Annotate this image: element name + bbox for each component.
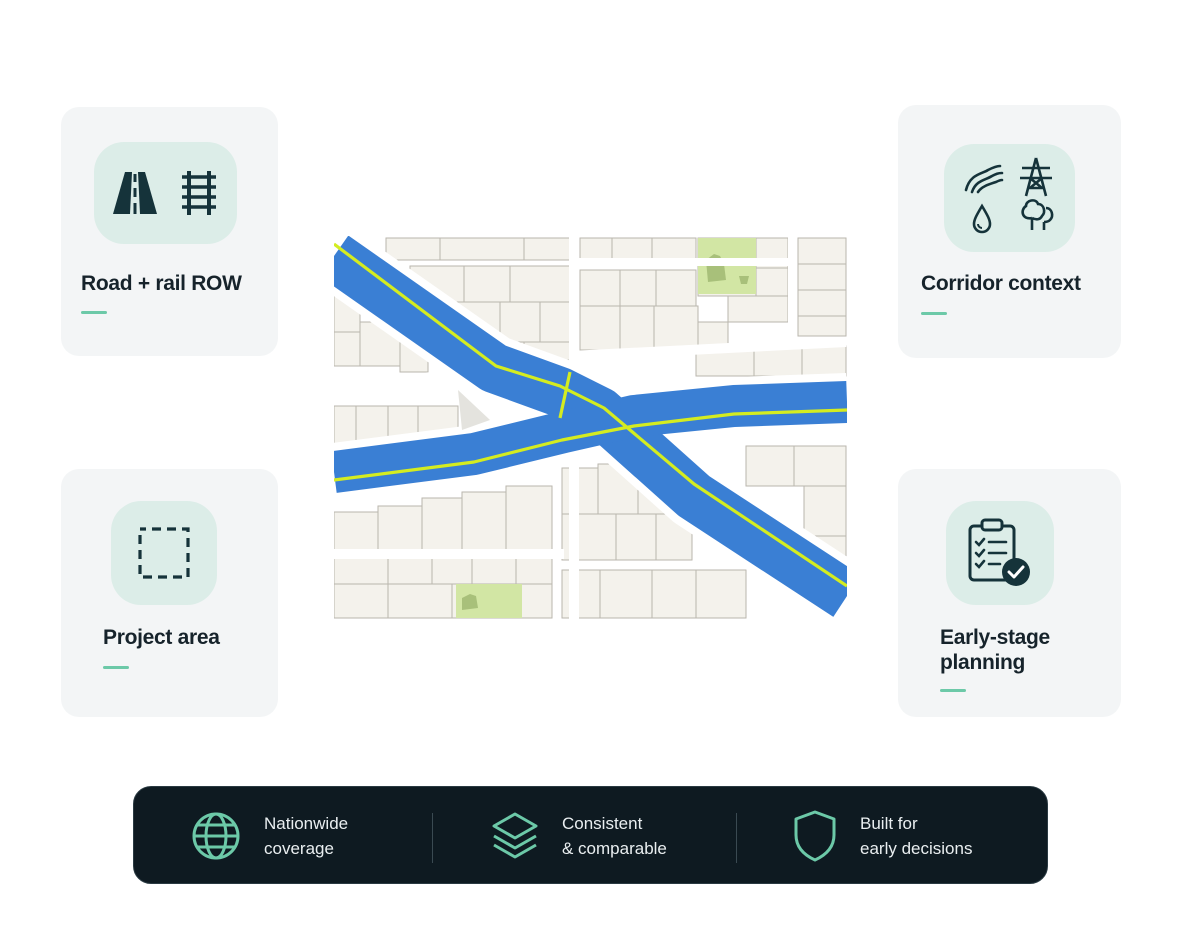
layers-icon (492, 812, 538, 859)
card-early-stage-planning: Early-stage planning (898, 469, 1121, 717)
feature-label: Consistent & comparable (562, 811, 667, 861)
rail-track-icon (181, 171, 216, 215)
shield-icon (794, 810, 836, 862)
icon-box-project (111, 501, 217, 605)
accent-line (103, 666, 129, 669)
feature-line2: & comparable (562, 839, 667, 858)
feature-line1: Consistent (562, 814, 643, 833)
card-road-rail-row: Road + rail ROW (61, 107, 278, 356)
card-title-line2: planning (940, 651, 1026, 674)
card-title: Project area (103, 626, 220, 649)
globe-icon (192, 812, 240, 860)
road-icon (112, 172, 157, 214)
feature-line1: Built for (860, 814, 918, 833)
feature-label: Built for early decisions (860, 811, 972, 861)
feature-built-for-early-decisions: Built for early decisions (792, 787, 972, 885)
card-title-line1: Early-stage (940, 626, 1050, 649)
icon-box-planning (946, 501, 1054, 605)
trees-icon (1020, 199, 1053, 230)
parcel-map (334, 236, 847, 619)
road-network (334, 236, 847, 619)
card-title: Road + rail ROW (81, 272, 242, 295)
accent-line (81, 311, 107, 314)
card-corridor-context: Corridor context (898, 105, 1121, 358)
corridor-icons (964, 157, 1053, 234)
feature-label: Nationwide coverage (264, 811, 348, 861)
accent-line (940, 689, 966, 692)
accent-line (921, 312, 947, 315)
river-icon (964, 164, 1003, 194)
feature-nationwide-coverage: Nationwide coverage (190, 787, 348, 885)
feature-bar: Nationwide coverage Consistent & compara… (133, 786, 1048, 884)
clipboard-check-icon (968, 518, 1030, 586)
icon-box-road-rail (94, 142, 237, 244)
card-title: Corridor context (921, 272, 1081, 295)
card-project-area: Project area (61, 469, 278, 717)
power-tower-icon (1019, 157, 1052, 197)
card-title: Early-stage planning (940, 625, 1100, 675)
feature-line2: early decisions (860, 839, 973, 858)
icon-box-corridor (944, 144, 1075, 252)
divider (736, 813, 737, 863)
feature-consistent-comparable: Consistent & comparable (490, 787, 667, 885)
feature-line2: coverage (264, 839, 334, 858)
feature-line1: Nationwide (264, 814, 349, 833)
divider (432, 813, 433, 863)
dashed-square-icon (138, 527, 190, 579)
water-drop-icon (972, 203, 991, 234)
